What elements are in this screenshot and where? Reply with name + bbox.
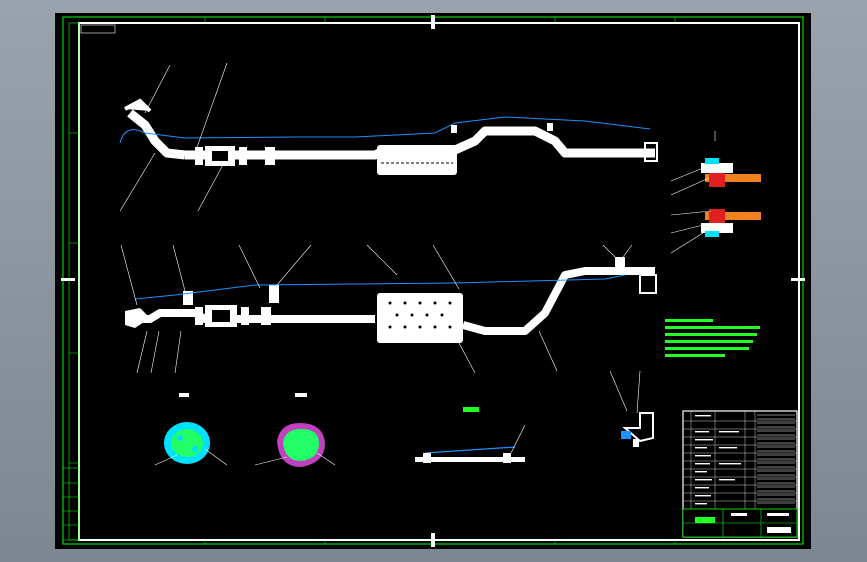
border-ticks bbox=[69, 17, 676, 544]
left-title-strip bbox=[62, 467, 80, 541]
title-block[interactable] bbox=[682, 410, 798, 538]
flange-detail bbox=[670, 131, 761, 254]
muffler bbox=[377, 293, 463, 343]
side-view-exhaust bbox=[120, 244, 657, 374]
gasket-cyan bbox=[154, 393, 228, 466]
heat-shield-strip bbox=[415, 407, 526, 463]
left-binding-strip bbox=[68, 22, 80, 541]
center-marks bbox=[61, 15, 805, 547]
cad-drawing-svg bbox=[61, 15, 805, 547]
technical-notes bbox=[665, 319, 760, 357]
bracket-detail bbox=[609, 370, 654, 447]
corner-label-box bbox=[80, 24, 116, 34]
top-view-exhaust bbox=[119, 62, 658, 212]
cad-viewport[interactable] bbox=[55, 13, 811, 549]
gasket-magenta bbox=[254, 393, 336, 467]
